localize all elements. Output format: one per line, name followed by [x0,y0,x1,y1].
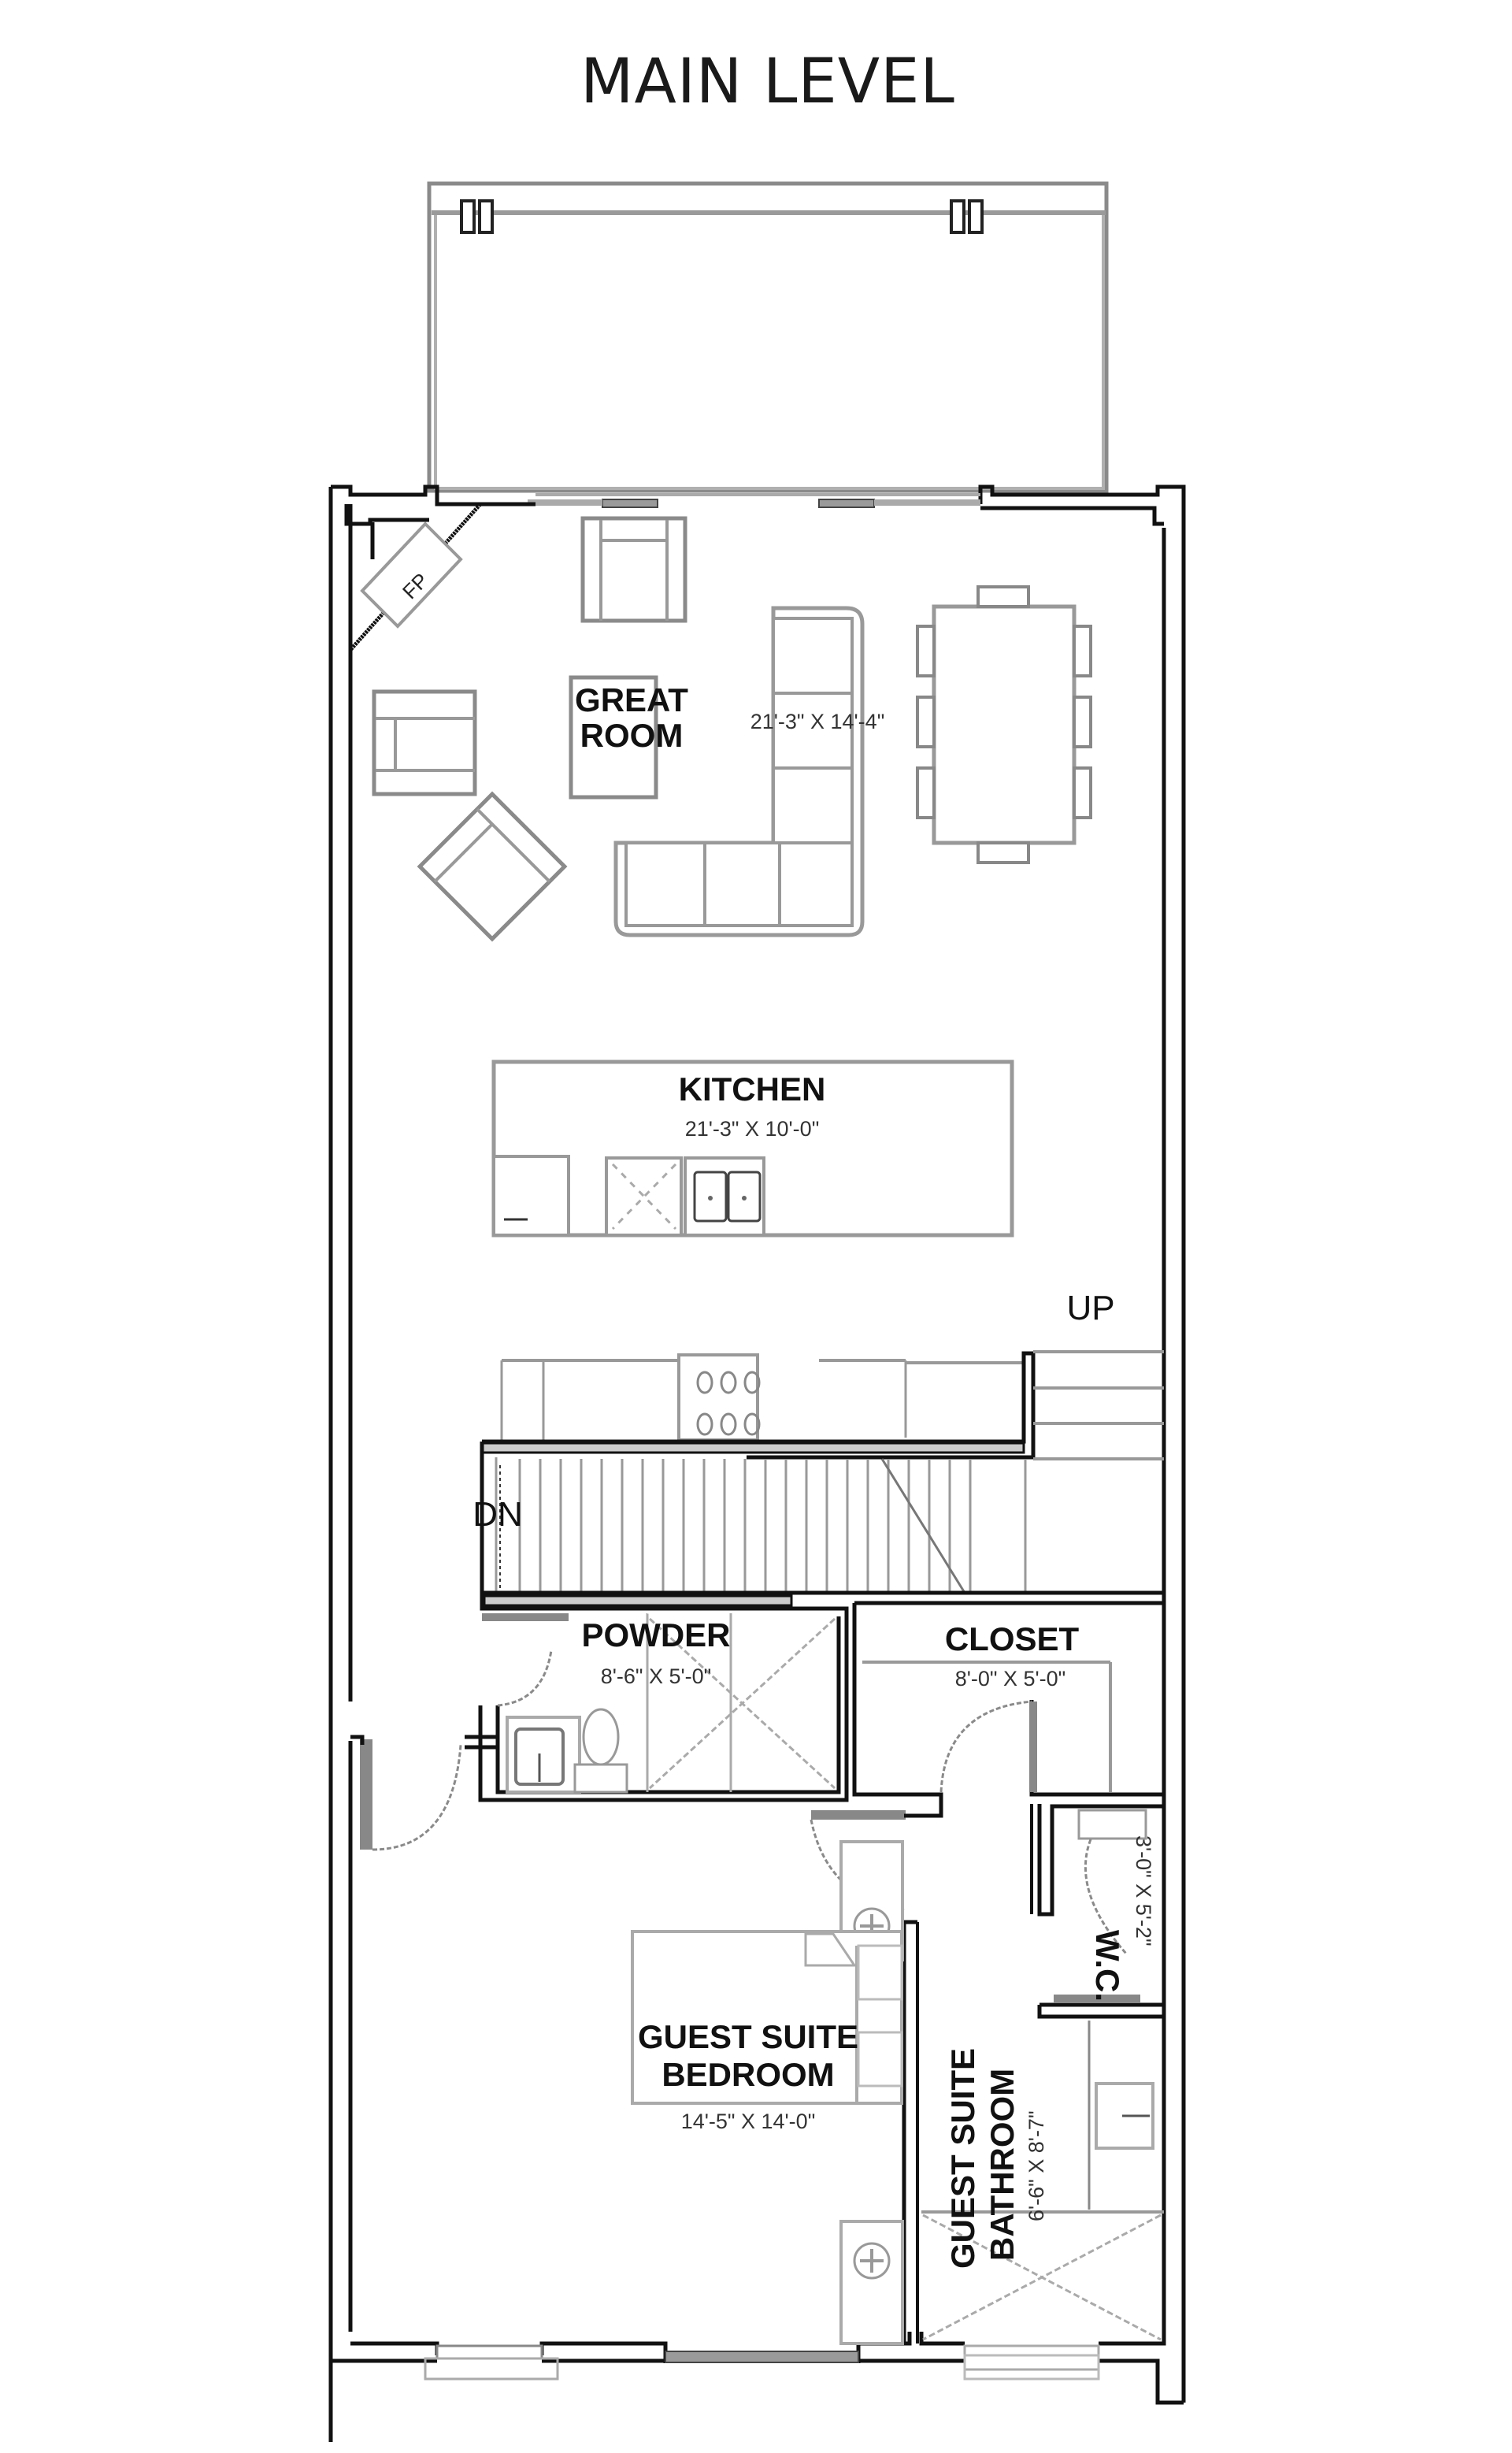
dishwasher-icon [605,1156,683,1237]
kitchen-island [491,1060,1014,1238]
closet [852,1601,1164,1805]
kitchen-dimensions: 21'-3" X 10'-0" [685,1117,820,1141]
powder-label: POWDER [582,1616,731,1653]
great-room-label: GREAT [575,681,688,718]
armchair-icon [417,791,568,942]
toilet-icon [573,1708,628,1794]
kitchen-label: KITCHEN [679,1071,826,1108]
deck [427,181,1109,493]
stairs [480,1350,1164,1611]
deck-post-icon [460,199,494,234]
sink-icon [1095,2082,1154,2150]
deck-post-icon [950,199,984,234]
armchair-icon [580,516,687,623]
great-room-furniture [372,516,1092,942]
armchair-icon [372,689,477,796]
side-table-icon [569,675,658,800]
sectional-sofa-icon [613,606,865,937]
powder-room [350,1606,849,1851]
powder-dimensions: 8'-6" X 5'-0" [601,1664,712,1688]
bed-icon [631,1930,903,2105]
stairs-down-label: DN [472,1495,523,1534]
water-closet [1037,1804,1164,2019]
great-room-dimensions: 21'-3" X 14'-4" [750,710,885,733]
great-room-label: ROOM [580,717,684,754]
guest-bedroom [631,1810,919,2345]
toilet-icon [1077,1809,1147,1840]
guest-bedroom-label: BEDROOM [662,2056,834,2093]
guest-bathroom [921,2021,1164,2341]
exterior-walls [328,484,1186,2442]
wc-label: W.C. [1089,1930,1126,2002]
kitchen-counter [480,1351,1036,1460]
fireplace: FP [344,502,536,651]
guest-bedroom-dimensions: 14'-5" X 14'-0" [681,2110,816,2133]
dining-table-icon [916,585,1092,864]
guest-bathroom-dimensions: 6'-6" X 8'-7" [1025,2110,1048,2221]
sink-icon [684,1156,765,1237]
guest-bedroom-label: GUEST SUITE [638,2018,858,2055]
page-title: MAIN LEVEL [580,46,955,117]
guest-bathroom-label: BATHROOM [984,2069,1021,2261]
guest-bathroom-label: GUEST SUITE [944,2048,981,2269]
closet-label: CLOSET [945,1620,1080,1657]
sink-icon [506,1716,581,1794]
stair-break-line [880,1458,966,1594]
nightstand-icon [839,2220,904,2345]
wc-dimensions: 3'-0" X 5'-2" [1132,1835,1155,1946]
stairs-up-label: UP [1066,1289,1114,1327]
entry-door[interactable] [360,1739,372,1850]
closet-dimensions: 8'-0" X 5'-0" [955,1667,1066,1690]
